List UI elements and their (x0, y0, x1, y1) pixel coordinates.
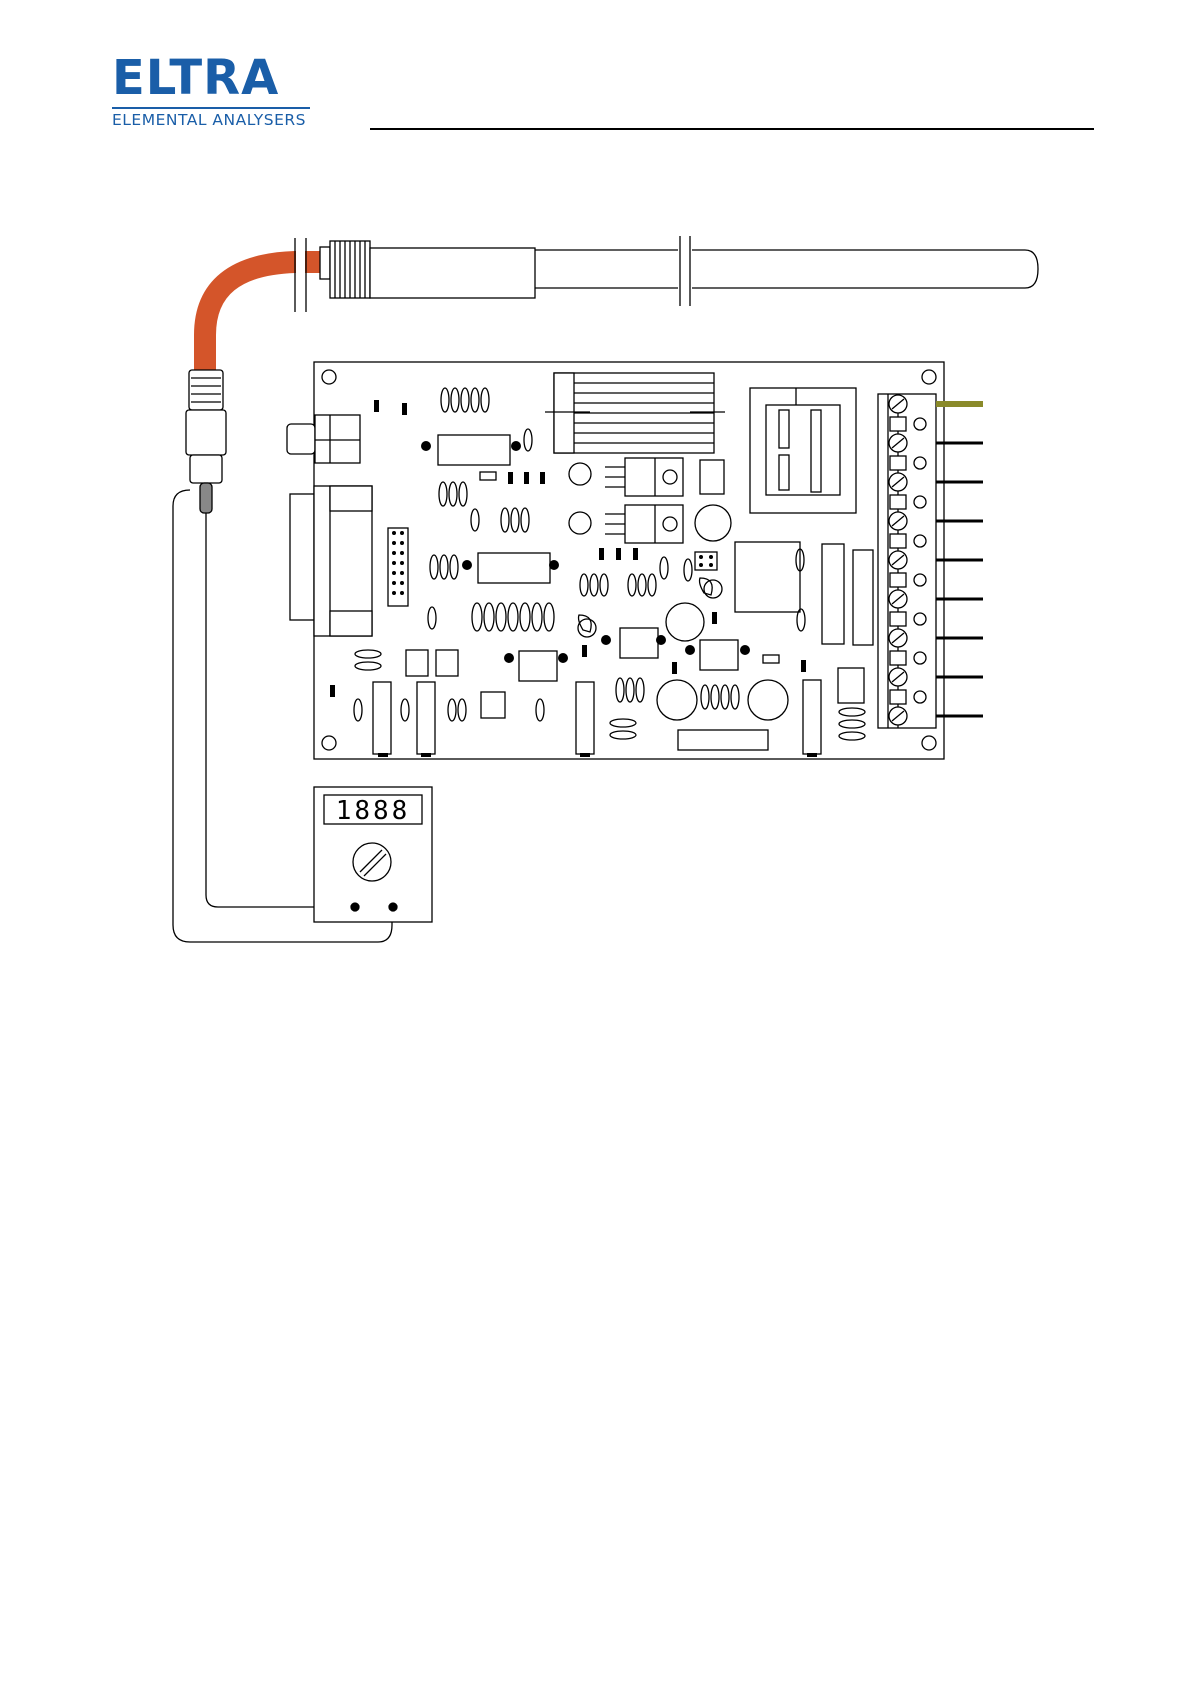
probe-handle (186, 370, 226, 513)
meter-display: 1888 (336, 796, 411, 826)
orange-cable (205, 262, 325, 372)
multimeter: 1888 (314, 787, 432, 922)
sensor-connector (320, 241, 535, 298)
circuit-board (287, 362, 983, 759)
sensor-tube (535, 236, 1038, 306)
